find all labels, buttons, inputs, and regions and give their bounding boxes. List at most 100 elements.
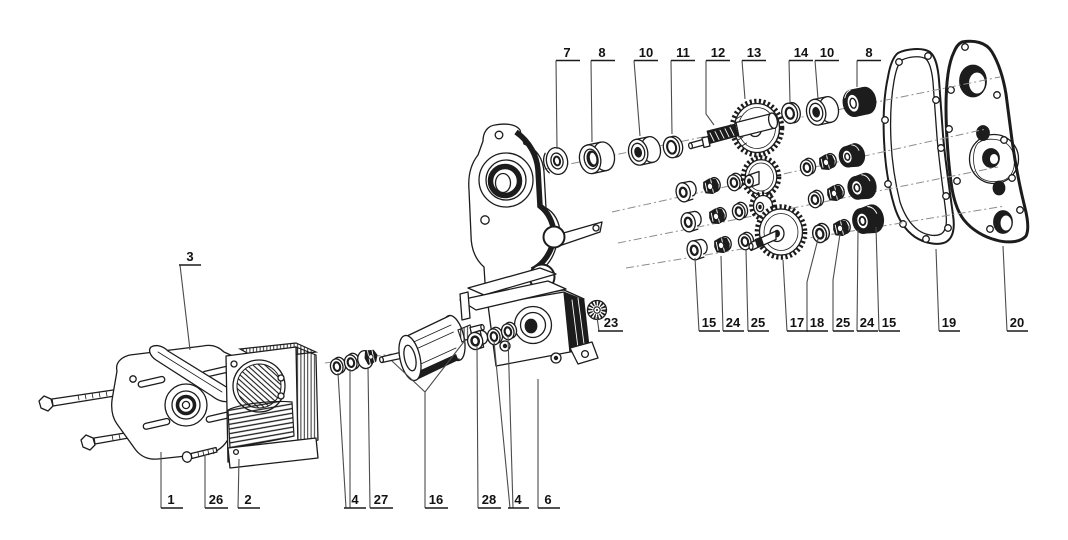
callout-4b: 4 <box>508 492 529 509</box>
callout-23: 23 <box>598 315 623 332</box>
callout-24b: 24 <box>857 315 878 332</box>
gasket-bolt-holes <box>881 52 952 243</box>
part-bolt-long-1 <box>38 388 122 412</box>
callout-7: 7 <box>556 45 580 62</box>
svg-text:10: 10 <box>639 45 653 60</box>
svg-text:1: 1 <box>167 492 174 507</box>
part-2-stator <box>225 342 319 469</box>
svg-text:24: 24 <box>726 315 741 330</box>
svg-text:7: 7 <box>563 45 570 60</box>
svg-text:26: 26 <box>209 492 223 507</box>
callout-20: 20 <box>1007 315 1028 332</box>
callout-17: 17 <box>787 315 808 332</box>
part-10-bushing <box>627 136 662 166</box>
part-8b-dark-sleeve <box>842 86 877 118</box>
svg-text:23: 23 <box>604 315 618 330</box>
callout-8: 8 <box>591 45 615 62</box>
row2-hardware <box>673 171 746 205</box>
part-20-end-cover <box>944 39 1030 244</box>
part-19-gasket <box>881 48 955 245</box>
part-4-washers-left <box>327 351 363 377</box>
part-11-washer <box>662 135 684 159</box>
cover-screw-holes <box>945 43 1024 233</box>
callout-8b: 8 <box>857 45 881 62</box>
callout-4: 4 <box>344 492 366 509</box>
svg-text:12: 12 <box>711 45 725 60</box>
svg-text:8: 8 <box>598 45 605 60</box>
callout-19: 19 <box>939 315 960 332</box>
svg-text:14: 14 <box>794 45 809 60</box>
leader-lines <box>160 60 1008 509</box>
part-26-screw <box>181 446 218 463</box>
callout-10b: 10 <box>815 45 839 62</box>
cover-bottom-hole <box>993 210 1013 234</box>
callout-25b: 25 <box>833 315 854 332</box>
part-7-flanged-bearing <box>542 146 569 176</box>
svg-text:17: 17 <box>790 315 804 330</box>
svg-text:27: 27 <box>374 492 388 507</box>
callout-11: 11 <box>671 45 695 62</box>
svg-text:25: 25 <box>836 315 850 330</box>
svg-text:28: 28 <box>482 492 496 507</box>
gearbox-input-boss <box>513 305 553 345</box>
callout-28: 28 <box>478 492 501 509</box>
row3-hardware <box>678 200 751 235</box>
end-shield-hub <box>164 383 208 427</box>
svg-text:16: 16 <box>429 492 443 507</box>
row4-hardware-right <box>809 201 888 246</box>
housing-ear-hole <box>494 130 504 140</box>
housing-bearing-boss <box>478 152 534 208</box>
svg-text:19: 19 <box>942 315 956 330</box>
part-16-armature <box>378 314 485 382</box>
callout-labels: 7 8 10 11 12 13 14 10 8 3 23 1 26 2 4 27… <box>161 45 1028 509</box>
svg-text:13: 13 <box>747 45 761 60</box>
callout-2: 2 <box>238 492 260 509</box>
svg-text:18: 18 <box>810 315 824 330</box>
housing-mounting-bracket <box>459 267 567 321</box>
stator-base <box>227 437 319 469</box>
svg-text:15: 15 <box>882 315 896 330</box>
callout-15b: 15 <box>879 315 900 332</box>
part-14-ring <box>781 101 801 125</box>
svg-text:10: 10 <box>820 45 834 60</box>
callout-10: 10 <box>634 45 658 62</box>
svg-text:11: 11 <box>676 45 690 60</box>
callout-6: 6 <box>538 492 560 509</box>
svg-text:4: 4 <box>514 492 522 507</box>
part-28-thrust-bushing <box>466 329 489 351</box>
part-8-bearing-sleeve <box>578 141 616 175</box>
svg-text:24: 24 <box>860 315 875 330</box>
callout-12: 12 <box>706 45 730 62</box>
part-17-output-gear <box>748 204 808 260</box>
callout-1: 1 <box>161 492 183 509</box>
callout-14: 14 <box>789 45 813 62</box>
part-27-flanged-nut <box>357 349 378 370</box>
callout-27: 27 <box>370 492 393 509</box>
svg-text:2: 2 <box>244 492 251 507</box>
callout-15: 15 <box>699 315 720 332</box>
callout-25: 25 <box>748 315 769 332</box>
callout-13: 13 <box>742 45 766 62</box>
part-intermediate-gear-upper <box>740 155 782 199</box>
callout-18: 18 <box>807 315 828 332</box>
svg-text:6: 6 <box>544 492 551 507</box>
callout-16: 16 <box>425 492 448 509</box>
callout-26: 26 <box>205 492 228 509</box>
row4-hardware <box>684 230 757 263</box>
part-10b-bushing <box>805 96 840 126</box>
row2-hardware-right <box>797 141 868 178</box>
callout-3: 3 <box>179 249 201 266</box>
svg-text:4: 4 <box>351 492 359 507</box>
end-shield-vents <box>137 365 234 430</box>
svg-text:8: 8 <box>865 45 872 60</box>
svg-text:25: 25 <box>751 315 765 330</box>
part-12-worm-shaft <box>687 112 779 150</box>
svg-text:20: 20 <box>1010 315 1024 330</box>
stator-bore-coil <box>232 359 286 413</box>
housing-mid-hole <box>542 225 566 249</box>
callout-24: 24 <box>723 315 744 332</box>
row3-hardware-right <box>805 170 880 210</box>
cover-top-bearing-hole <box>959 64 987 98</box>
